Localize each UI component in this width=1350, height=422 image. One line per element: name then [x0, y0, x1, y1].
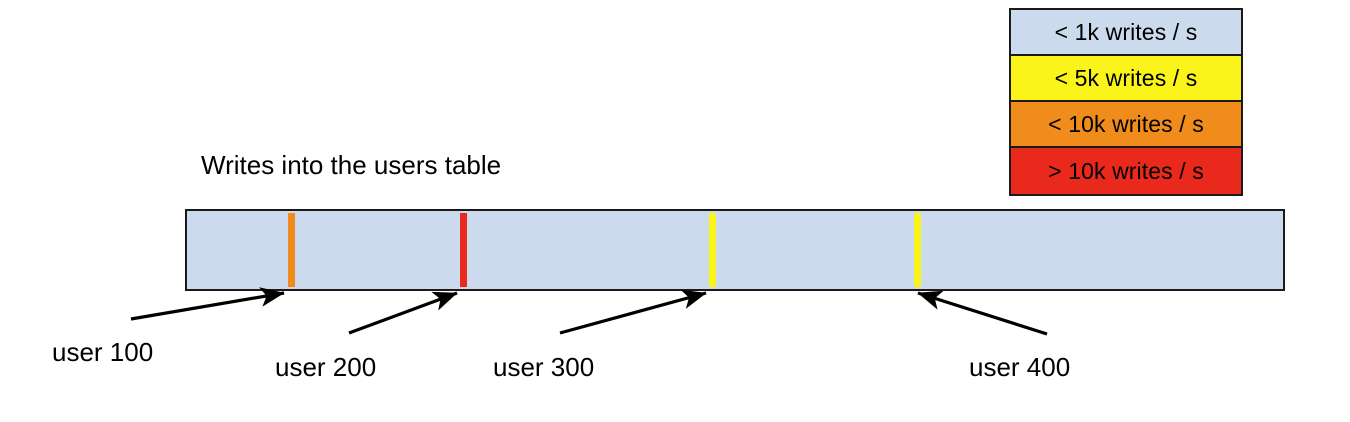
arrow-user-200 [348, 291, 458, 335]
legend-row-gt-10k: > 10k writes / s [1011, 148, 1241, 194]
legend: < 1k writes / s < 5k writes / s < 10k wr… [1009, 8, 1243, 196]
legend-row-lt-5k: < 5k writes / s [1011, 56, 1241, 102]
users-table-band [185, 209, 1285, 291]
marker-user-300 [709, 213, 716, 287]
marker-user-100 [288, 213, 295, 287]
marker-user-200 [460, 213, 467, 287]
legend-row-lt-10k: < 10k writes / s [1011, 102, 1241, 148]
legend-row-lt-1k: < 1k writes / s [1011, 10, 1241, 56]
chart-title: Writes into the users table [201, 150, 502, 180]
label-user-400: user 400 [969, 352, 1071, 382]
label-user-300: user 300 [493, 352, 595, 382]
marker-user-400 [914, 213, 921, 287]
legend-label-gt-10k: > 10k writes / s [1048, 157, 1204, 184]
band-body [185, 209, 1285, 291]
legend-label-lt-10k: < 10k writes / s [1048, 110, 1204, 137]
label-user-200: user 200 [275, 352, 377, 382]
arrow-user-300 [559, 289, 707, 335]
label-user-100: user 100 [52, 337, 154, 367]
legend-label-lt-5k: < 5k writes / s [1054, 64, 1198, 91]
arrow-user-400 [917, 290, 1048, 336]
arrow-user-100 [130, 287, 285, 321]
legend-label-lt-1k: < 1k writes / s [1054, 18, 1198, 45]
